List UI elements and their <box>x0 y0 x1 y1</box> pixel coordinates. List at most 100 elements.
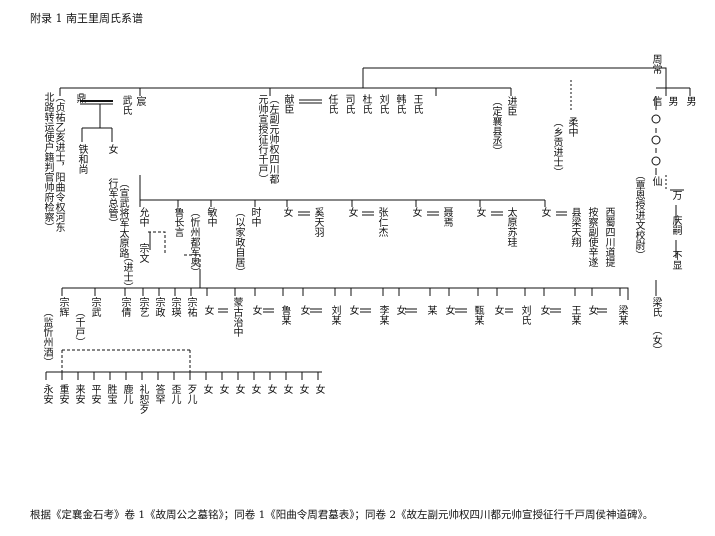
person-xitianyu: 奚天羽 <box>312 207 323 237</box>
person-g4-10: 女 <box>201 384 212 394</box>
person-zongying: 宗瑛 <box>169 297 180 317</box>
person-ding: 鼎 <box>74 93 85 103</box>
jingzhong-note: （忻州都军奥） <box>188 207 199 277</box>
person-rou: 柔中 <box>566 117 577 137</box>
person-renshi: 任氏 <box>326 94 337 114</box>
person-g4-13: 女 <box>249 384 260 394</box>
person-xianlianggong: 县梁天翔 <box>569 207 580 247</box>
person-yunzhong: 允中 <box>137 207 148 227</box>
person-g4-11: 女 <box>217 384 228 394</box>
person-lu: 鲁某 <box>279 305 290 325</box>
person-g4-14: 女 <box>265 384 276 394</box>
person-shizhong: 时中 <box>249 207 260 227</box>
source-footnote: 根据《定襄金石考》卷 1《故周公之墓铭》；同卷 1《阳曲令周君墓表》；同卷 2《… <box>30 509 654 521</box>
person-g4-5: 鹿儿 <box>121 384 132 404</box>
person-g3-nv-1: 女 <box>202 305 213 315</box>
shizhong-note: （以家政自居） <box>233 207 244 277</box>
person-li: 李某 <box>377 305 388 325</box>
person-xueyan: 聂焉 <box>441 207 452 227</box>
person-xin: 信 <box>650 96 661 106</box>
person-zhen: 甄某 <box>472 305 483 325</box>
person-nv-5: 女 <box>539 207 550 217</box>
xianchen-note: （左副元帅权四川都元帅宣授征行千戸） <box>256 94 278 184</box>
person-chen: 宸 <box>134 96 145 106</box>
person-nv-1: 女 <box>281 207 292 217</box>
person-sishi: 司氏 <box>343 94 354 114</box>
person-g3-nv-5: 女 <box>394 305 405 315</box>
person-zonghu: 宗祐 <box>185 297 196 317</box>
rou-note: （乡贡进士） <box>551 117 562 177</box>
person-g4-6: 礼恕歹 <box>137 384 148 414</box>
person-g3-nv-8: 女 <box>538 305 549 315</box>
person-liu: 刘某 <box>329 305 340 325</box>
person-liushi: 刘氏 <box>377 94 388 114</box>
person-g4-2: 来安 <box>73 384 84 404</box>
person-wangshi: 王氏 <box>411 94 422 114</box>
person-g4-12: 女 <box>233 384 244 394</box>
person-buxian: 不显 <box>670 250 681 270</box>
person-nv-3: 女 <box>410 207 421 217</box>
chen-note: （宣武将军太原路行军总管） <box>106 178 128 258</box>
person-g4-9: 歹儿 <box>185 384 196 404</box>
page-title: 附录 1 南王里周氏系谱 <box>30 12 143 25</box>
person-mou: 某 <box>425 305 436 315</box>
person-g4-15: 女 <box>281 384 292 394</box>
person-liang: 梁某 <box>616 305 627 325</box>
person-g3-nv-7: 女 <box>492 305 503 315</box>
person-g4-0: 永安 <box>41 384 52 404</box>
person-g4-16: 女 <box>297 384 308 394</box>
person-g4-7: 答罕 <box>153 384 164 404</box>
person-g3-nv-2: 女 <box>250 305 261 315</box>
zongye-note: （监忻州酒） <box>41 307 52 367</box>
person-zhangrenjie: 张仁杰 <box>376 207 387 237</box>
person-nv-4: 女 <box>474 207 485 217</box>
person-nan1: 男 <box>666 96 677 106</box>
person-jingzhong: 敏中 <box>205 207 216 227</box>
person-g4-1: 重安 <box>57 384 68 404</box>
person-dushi: 杜氏 <box>360 94 371 114</box>
person-g4-3: 平安 <box>89 384 100 404</box>
person-g4-8: 歪儿 <box>169 384 180 404</box>
top-connector <box>363 67 667 88</box>
zongwu-note: （千戸） <box>73 307 84 347</box>
person-g3-nv-3: 女 <box>298 305 309 315</box>
person-wushi: 武氏 <box>120 95 131 115</box>
person-xianchen: 献臣 <box>282 94 293 114</box>
person-qingsi: 庆嗣 <box>670 215 681 235</box>
person-xian: 仙 <box>650 176 661 186</box>
person-zongyi: 宗艺 <box>137 297 148 317</box>
person-zongwen: 宗文 <box>137 243 148 263</box>
person-tiehe: 铁和尚 <box>76 144 87 174</box>
ding-note: （贞祐乙亥进士，阳曲令权河东北路转运使户籍判官帅府检察） <box>42 92 64 232</box>
person-wang: 王某 <box>569 305 580 325</box>
person-g3-nv-4: 女 <box>347 305 358 315</box>
person-luzhangyan: 鲁长言 <box>172 207 183 237</box>
person-wan: 万 <box>670 190 681 200</box>
person-jinchen: 进臣 <box>505 96 516 116</box>
zongwen-note: （进士） <box>121 252 132 292</box>
liangyan-note: （女） <box>650 325 661 355</box>
person-zhouchang: 周常 <box>650 54 661 74</box>
person-hanshi: 韩氏 <box>394 94 405 114</box>
person-g3-liushi: 刘氏 <box>519 305 530 325</box>
person-liangyan: 梁氏 <box>650 297 661 317</box>
person-nan2: 男 <box>684 96 695 106</box>
xian-note: （覃恩授进文校尉） <box>633 170 644 260</box>
person-g4-4: 胜宝 <box>105 384 116 404</box>
person-zongzheng: 宗政 <box>153 297 164 317</box>
person-g3-nv-6: 女 <box>443 305 454 315</box>
person-g3-nv-9: 女 <box>586 305 597 315</box>
person-g4-17: 女 <box>313 384 324 394</box>
jinchen-note: （定襄县丞） <box>490 96 501 156</box>
person-zongye: 宗辉 <box>57 297 68 317</box>
person-anchafushi: 按察副使辛遂 <box>586 207 597 267</box>
person-zongqian: 宗倩 <box>119 297 130 317</box>
person-xichuandao: 西蜀四川道提 <box>603 207 614 267</box>
person-nv-2: 女 <box>346 207 357 217</box>
person-zongwu: 宗武 <box>89 297 100 317</box>
person-taiyuansun: 太原苏珪 <box>505 207 516 247</box>
person-nv: 女 <box>106 144 117 154</box>
person-mengguzhizhong: 蒙古治中 <box>231 297 242 337</box>
